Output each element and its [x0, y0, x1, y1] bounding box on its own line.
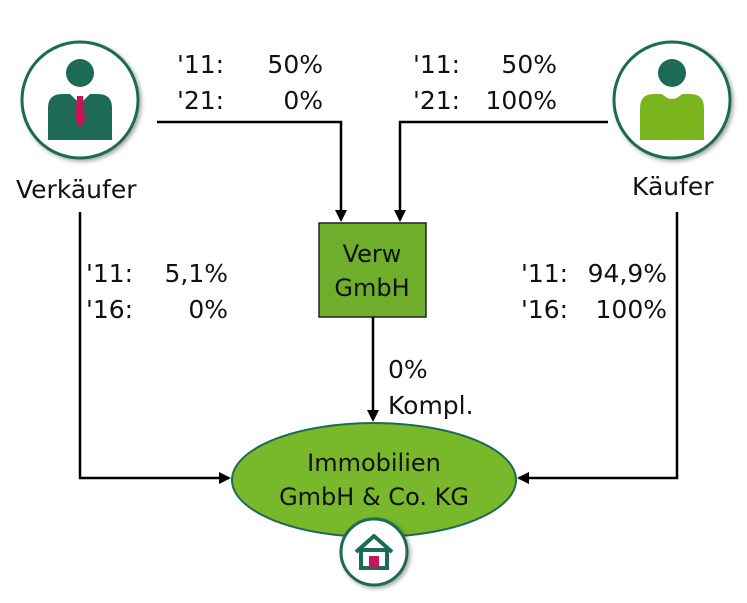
connector-lines	[78, 120, 679, 484]
share-value: 0%	[188, 295, 228, 324]
share-row: '11: 50%	[177, 47, 323, 83]
share-value: 0%	[283, 86, 323, 115]
arrow-seller-to-verw	[157, 120, 347, 222]
share-row: '11: 94,9%	[521, 256, 667, 292]
share-row: '21: 0%	[177, 83, 323, 119]
seller-person-icon	[48, 59, 112, 140]
share-year: '16:	[521, 295, 569, 324]
verw-line2: GmbH	[334, 274, 409, 302]
buyer-person-icon	[640, 59, 704, 140]
seller-avatar	[20, 40, 140, 160]
seller-kg-shares: '11: 5,1% '16: 0%	[86, 256, 228, 328]
buyer-label: Käufer	[632, 172, 714, 201]
share-value: 94,9%	[587, 259, 667, 288]
seller-label: Verkäufer	[16, 175, 137, 204]
share-value: 50%	[501, 50, 557, 79]
arrow-seller-to-kg	[78, 212, 231, 484]
buyer-verw-shares: '11: 50% '21: 100%	[413, 47, 557, 119]
share-year: '11:	[177, 50, 225, 79]
verw-kg-percent: 0%	[388, 355, 428, 384]
verw-kg-role: Kompl.	[388, 391, 474, 420]
buyer-avatar	[612, 40, 732, 160]
verw-line1: Verw	[343, 240, 402, 268]
share-year: '11:	[86, 259, 134, 288]
share-year: '11:	[521, 259, 569, 288]
share-year: '21:	[177, 86, 225, 115]
arrow-buyer-to-verw	[394, 120, 608, 222]
share-value: 100%	[485, 86, 557, 115]
share-row: '16: 100%	[521, 292, 667, 328]
kg-line2: GmbH & Co. KG	[279, 483, 469, 511]
tie-icon	[75, 96, 85, 128]
share-row: '21: 100%	[413, 83, 557, 119]
buyer-kg-shares: '11: 94,9% '16: 100%	[521, 256, 667, 328]
share-year: '21:	[413, 86, 461, 115]
share-row: '11: 5,1%	[86, 256, 228, 292]
kg-line1: Immobilien	[307, 449, 441, 477]
house-icon	[354, 534, 394, 570]
share-year: '11:	[413, 50, 461, 79]
share-row: '16: 0%	[86, 292, 228, 328]
verw-gmbh-box	[318, 222, 427, 318]
house-badge	[339, 517, 409, 587]
share-value: 50%	[267, 50, 323, 79]
verw-kg-share: 0% Kompl.	[388, 352, 474, 424]
share-value: 100%	[595, 295, 667, 324]
share-row: '11: 50%	[413, 47, 557, 83]
arrow-buyer-to-kg	[517, 212, 679, 484]
seller-verw-shares: '11: 50% '21: 0%	[177, 47, 323, 119]
share-value: 5,1%	[164, 259, 228, 288]
share-year: '16:	[86, 295, 134, 324]
